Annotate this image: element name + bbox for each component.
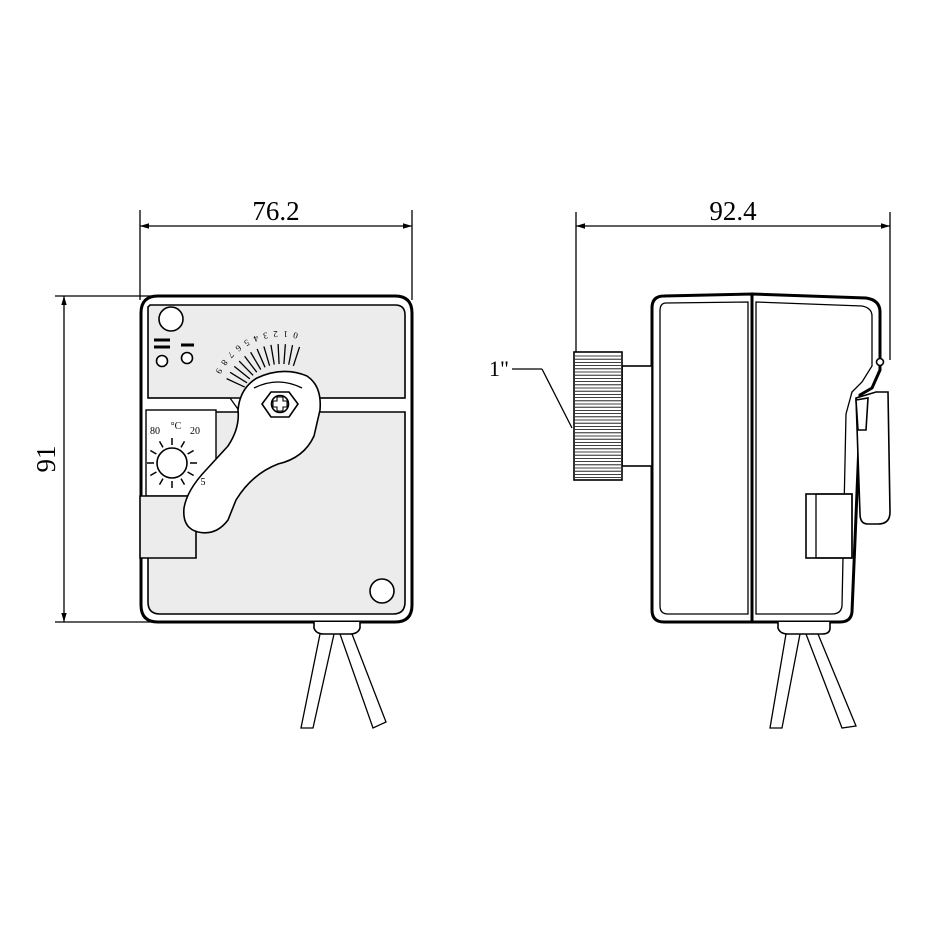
position-scale (226, 344, 301, 388)
cable-gland (313, 622, 361, 635)
height-value: 91 (31, 446, 61, 473)
drive-shaft (621, 365, 653, 467)
scale-tick (277, 344, 280, 365)
scale-label: 3 (262, 330, 269, 341)
knob-tick (187, 449, 195, 455)
scale-tick (238, 360, 254, 376)
scale-label: 2 (273, 329, 278, 339)
knob-icon[interactable] (156, 447, 188, 479)
scale-tick (229, 371, 248, 384)
thread-size-label: 1" (489, 356, 509, 381)
cable-icon (300, 633, 387, 729)
mounting-hole-icon (369, 578, 395, 604)
scale-tick (283, 344, 287, 365)
scale-label: 8 (219, 358, 230, 368)
knob-tick (149, 449, 157, 455)
knob-tick (187, 471, 195, 477)
front-housing-outline (139, 294, 414, 624)
side-housing-left (650, 292, 754, 624)
cable-icon (769, 633, 857, 729)
scale-tick (270, 344, 275, 365)
scale-label: 1 (283, 329, 288, 339)
cable-gland-side (777, 622, 831, 635)
scale-label: 9 (213, 367, 224, 376)
scale-label: 7 (225, 350, 236, 361)
knob-tick (158, 440, 164, 448)
temp-unit-label: °C (171, 421, 182, 432)
mounting-hole-icon (158, 306, 184, 332)
indicator-lamps (154, 338, 194, 368)
side-view: 1" (489, 292, 891, 729)
temp-side-label: 5 (201, 477, 206, 488)
knob-tick (180, 440, 186, 448)
scale-tick (292, 346, 301, 367)
knob-tick (149, 471, 157, 477)
scale-label: 4 (252, 333, 260, 344)
temp-max-label: 80 (150, 426, 160, 437)
scale-label: 5 (242, 337, 251, 348)
knurled-nut-icon (573, 351, 623, 481)
scale-tick (233, 365, 251, 380)
knob-tick (158, 478, 164, 486)
scale-label: 0 (292, 330, 299, 341)
scale-tick (256, 348, 266, 368)
knob-tick (180, 478, 186, 486)
depth-value: 92.4 (709, 196, 757, 226)
side-clip-right (805, 493, 853, 559)
scale-tick (288, 344, 294, 365)
scale-tick (263, 346, 271, 366)
knurl-lines (575, 355, 621, 479)
depth-dimension: 92.4 (575, 196, 891, 360)
width-dimension: 76.2 (139, 196, 413, 300)
side-housing-right (750, 292, 882, 624)
scale-tick (226, 378, 246, 388)
scale-tick (250, 351, 262, 370)
scale-label: 6 (233, 343, 243, 354)
scale-tick (244, 355, 258, 373)
width-value: 76.2 (252, 196, 299, 226)
temp-min-label: 20 (190, 426, 200, 437)
knob-ticks (147, 438, 197, 488)
